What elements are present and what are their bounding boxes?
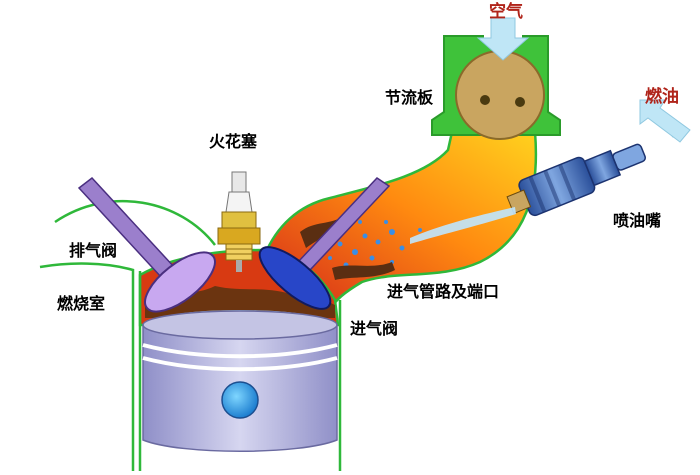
throttle-label: 节流板 [385, 88, 434, 107]
head-top-outline [54, 200, 216, 246]
spark-plug-label: 火花塞 [209, 132, 258, 151]
fuel-arrow-body [639, 99, 691, 143]
air-label: 空气 [489, 2, 523, 22]
intake-port [260, 130, 538, 312]
air-arrow-icon [476, 17, 530, 61]
left-head-outline [39, 262, 135, 471]
intake-valve-label: 进气阀 [350, 319, 399, 338]
throttle-plate-hole-left [480, 95, 490, 105]
spark-plug [217, 171, 261, 272]
piston-pin [221, 381, 259, 419]
intake-valve-head [258, 246, 332, 310]
exhaust-valve-head [144, 251, 216, 313]
port-deposits [300, 215, 395, 280]
fuel-injector [506, 143, 646, 217]
fuel-label: 燃油 [645, 87, 679, 107]
intake-port-label: 进气管路及端口 [387, 282, 500, 301]
combustion-chamber-label: 燃烧室 [57, 294, 106, 313]
fuel-spray [410, 207, 516, 244]
piston-crown [142, 310, 338, 340]
throttle-plate-hole-right [515, 97, 525, 107]
cylinder-wall [138, 271, 342, 471]
exhaust-valve-label: 排气阀 [69, 241, 118, 260]
throttle-plate [455, 50, 545, 140]
piston-ring-2 [142, 356, 338, 372]
injector-label: 喷油嘴 [613, 211, 662, 230]
piston-ring-1 [142, 343, 338, 359]
